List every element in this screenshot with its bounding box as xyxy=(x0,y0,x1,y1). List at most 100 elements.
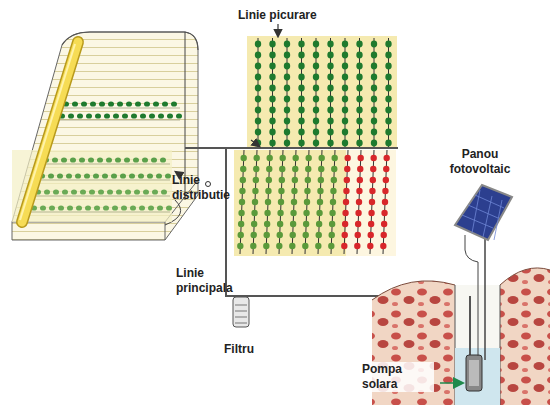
plant xyxy=(327,52,333,59)
plant xyxy=(356,96,362,103)
plant xyxy=(313,52,319,59)
plant xyxy=(356,107,362,114)
plant xyxy=(327,107,333,114)
plant xyxy=(103,205,109,210)
plant xyxy=(115,157,121,162)
plant xyxy=(318,166,324,172)
plant xyxy=(269,140,275,147)
plant xyxy=(284,118,290,125)
plant xyxy=(318,155,324,161)
plant xyxy=(298,85,304,92)
plant xyxy=(277,210,283,216)
plant xyxy=(385,41,391,48)
plant xyxy=(291,188,297,194)
plant xyxy=(240,166,246,172)
plant xyxy=(356,140,362,147)
plant xyxy=(284,41,290,48)
plant xyxy=(255,52,261,59)
plant xyxy=(342,74,348,81)
plant xyxy=(356,74,362,81)
part-label: Linie principala xyxy=(176,266,246,296)
plant xyxy=(329,221,335,227)
plant xyxy=(317,199,323,205)
plant xyxy=(86,113,92,118)
plant xyxy=(357,177,363,183)
plant xyxy=(263,243,269,249)
plant xyxy=(385,52,391,59)
plant xyxy=(303,210,309,216)
plant xyxy=(330,199,336,205)
plant xyxy=(269,74,275,81)
plant xyxy=(313,96,319,103)
plant xyxy=(40,205,46,210)
drip-row xyxy=(42,164,170,165)
plant xyxy=(165,173,171,178)
plant xyxy=(355,232,361,238)
plant xyxy=(125,189,131,194)
plant xyxy=(269,85,275,92)
plant xyxy=(356,118,362,125)
plant xyxy=(44,189,50,194)
plant xyxy=(252,188,258,194)
plant xyxy=(342,210,348,216)
plant xyxy=(327,63,333,70)
plant xyxy=(385,140,391,147)
plant xyxy=(68,113,74,118)
plant xyxy=(303,221,309,227)
plant xyxy=(343,199,349,205)
plant xyxy=(167,113,173,118)
plant xyxy=(161,189,167,194)
plant xyxy=(298,96,304,103)
part-label: Pompa solara xyxy=(360,362,434,392)
plant xyxy=(255,41,261,48)
plant xyxy=(382,188,388,194)
plant xyxy=(264,210,270,216)
plant xyxy=(147,173,153,178)
plant xyxy=(102,173,108,178)
plant xyxy=(356,188,362,194)
plant xyxy=(142,157,148,162)
plant xyxy=(381,221,387,227)
plant xyxy=(143,189,149,194)
plant xyxy=(253,155,259,161)
plant xyxy=(152,189,158,194)
drip-row xyxy=(30,212,170,213)
plant xyxy=(356,41,362,48)
plant xyxy=(342,118,348,125)
plant xyxy=(264,232,270,238)
plant xyxy=(284,63,290,70)
plant xyxy=(380,243,386,249)
plant xyxy=(342,232,348,238)
plant xyxy=(327,96,333,103)
plant xyxy=(278,199,284,205)
plant xyxy=(298,129,304,136)
plant xyxy=(284,96,290,103)
plant xyxy=(298,118,304,125)
plant xyxy=(255,63,261,70)
plant xyxy=(79,157,85,162)
plant xyxy=(356,52,362,59)
plant xyxy=(313,107,319,114)
plant xyxy=(284,85,290,92)
plant xyxy=(329,232,335,238)
plant xyxy=(269,118,275,125)
plant xyxy=(131,113,137,118)
plant xyxy=(284,140,290,147)
plant xyxy=(331,177,337,183)
plant xyxy=(90,101,96,106)
plant xyxy=(305,177,311,183)
plant xyxy=(251,232,257,238)
plant xyxy=(176,113,182,118)
plant xyxy=(251,210,257,216)
plant xyxy=(112,205,118,210)
plant xyxy=(298,107,304,114)
plant xyxy=(313,129,319,136)
plant xyxy=(253,166,259,172)
plant xyxy=(148,205,154,210)
plant xyxy=(371,74,377,81)
plant xyxy=(356,63,362,70)
plant xyxy=(371,96,377,103)
plant xyxy=(385,63,391,70)
plant xyxy=(385,96,391,103)
field-plants xyxy=(237,150,390,254)
